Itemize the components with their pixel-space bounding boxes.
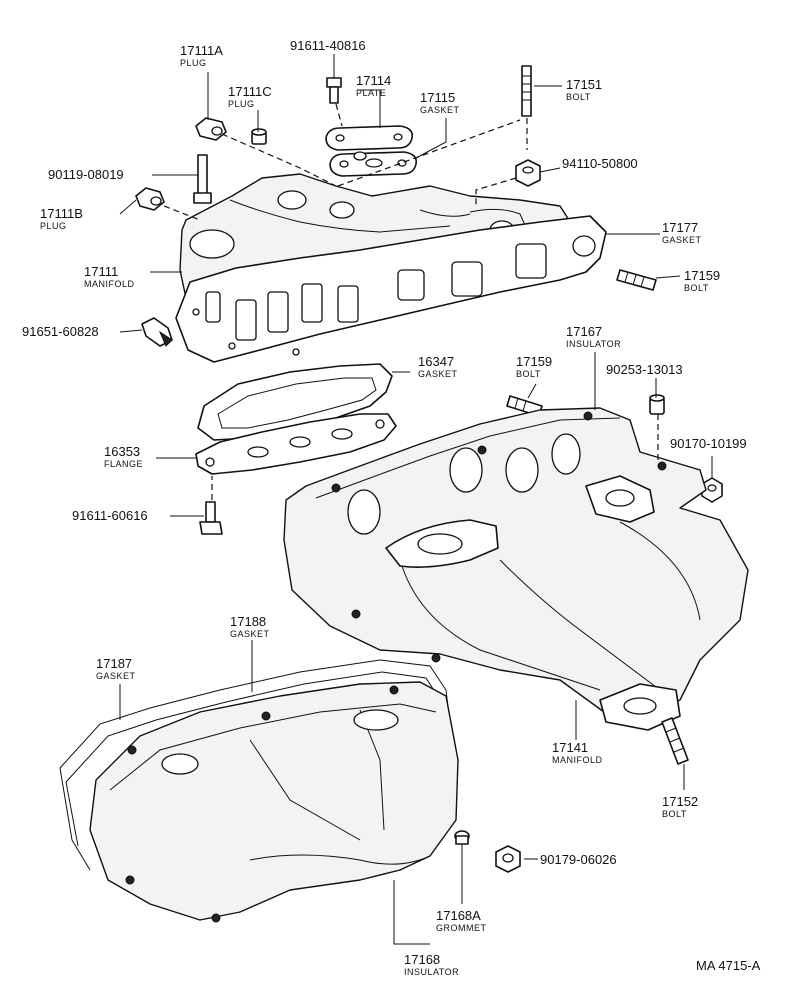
svg-text:17115: 17115 [420, 90, 455, 105]
callout-90119-08019: 90119-08019 [48, 167, 124, 182]
svg-text:17114: 17114 [356, 73, 391, 88]
plug-17111a-drawing [195, 117, 227, 141]
callout-91651-60828: 91651-60828 [22, 324, 99, 339]
svg-text:MANIFOLD: MANIFOLD [552, 755, 603, 765]
svg-text:BOLT: BOLT [516, 369, 541, 379]
gasket-17177-drawing [175, 215, 607, 363]
callout-17187: 17187 GASKET [96, 656, 136, 681]
callout-17168a: 17168A GROMMET [436, 908, 487, 933]
callout-17167: 17167 INSULATOR [566, 324, 621, 349]
callout-91611-60616: 91611-60616 [72, 508, 148, 523]
callout-17111c: 17111C PLUG [228, 84, 272, 109]
callout-17111a: 17111A PLUG [180, 43, 223, 68]
callout-17188: 17188 GASKET [230, 614, 270, 639]
callout-17152: 17152 BOLT [662, 794, 698, 819]
callout-17159-lower: 17159 BOLT [516, 354, 552, 379]
svg-text:90253-13013: 90253-13013 [606, 362, 683, 377]
bolt-90119-08019-drawing [193, 154, 212, 204]
leader-lines [119, 54, 713, 945]
callout-90179-06026: 90179-06026 [540, 852, 617, 867]
svg-text:17111: 17111 [84, 264, 118, 279]
callout-16353: 16353 FLANGE [104, 444, 143, 469]
svg-text:GASKET: GASKET [420, 105, 460, 115]
svg-text:17141: 17141 [552, 740, 588, 755]
flange-16353-drawing [195, 413, 397, 475]
svg-text:17159: 17159 [516, 354, 552, 369]
exhaust-manifold-17141-drawing [283, 407, 749, 731]
callout-17141: 17141 MANIFOLD [552, 740, 603, 765]
plug-17111b-drawing [135, 187, 165, 211]
gasket-16347-drawing [197, 363, 393, 441]
sensor-91651-60828-drawing [141, 317, 173, 347]
svg-text:17159: 17159 [684, 268, 720, 283]
callout-90253-13013: 90253-13013 [606, 362, 683, 377]
plug-17111c-drawing [251, 128, 267, 145]
svg-text:17168A: 17168A [436, 908, 481, 923]
svg-text:17151: 17151 [566, 77, 602, 92]
callout-17115: 17115 GASKET [420, 90, 460, 115]
svg-text:91611-40816: 91611-40816 [290, 38, 366, 53]
stud-17159-upper-drawing [616, 269, 657, 291]
stud-17152-drawing [661, 717, 689, 765]
nut-94110-50800-drawing [515, 159, 541, 187]
svg-text:PLUG: PLUG [228, 99, 255, 109]
svg-text:90170-10199: 90170-10199 [670, 436, 747, 451]
svg-text:16353: 16353 [104, 444, 140, 459]
svg-text:17187: 17187 [96, 656, 132, 671]
svg-text:PLUG: PLUG [40, 221, 67, 231]
svg-text:17167: 17167 [566, 324, 602, 339]
svg-text:PLUG: PLUG [180, 58, 207, 68]
svg-text:17168: 17168 [404, 952, 440, 967]
svg-text:GROMMET: GROMMET [436, 923, 487, 933]
svg-text:17177: 17177 [662, 220, 698, 235]
svg-text:17152: 17152 [662, 794, 698, 809]
svg-text:91651-60828: 91651-60828 [22, 324, 99, 339]
svg-text:16347: 16347 [418, 354, 454, 369]
svg-text:94110-50800: 94110-50800 [562, 156, 638, 171]
bolt-91611-60616-drawing [199, 501, 223, 535]
grommet-17168a-drawing [454, 830, 470, 845]
svg-text:FLANGE: FLANGE [104, 459, 143, 469]
callout-17111b: 17111B PLUG [40, 206, 83, 231]
svg-text:BOLT: BOLT [684, 283, 709, 293]
svg-text:17188: 17188 [230, 614, 266, 629]
svg-text:BOLT: BOLT [566, 92, 591, 102]
svg-text:GASKET: GASKET [96, 671, 136, 681]
gasket-17115-drawing [329, 151, 418, 177]
callout-17151: 17151 BOLT [566, 77, 602, 102]
svg-text:GASKET: GASKET [230, 629, 270, 639]
svg-text:90119-08019: 90119-08019 [48, 167, 124, 182]
callout-91611-40816: 91611-40816 [290, 38, 366, 53]
callout-90170-10199: 90170-10199 [670, 436, 747, 451]
callout-16347: 16347 GASKET [418, 354, 458, 379]
svg-text:91611-60616: 91611-60616 [72, 508, 148, 523]
callout-17159-upper: 17159 BOLT [684, 268, 720, 293]
plate-17114-drawing [325, 125, 414, 151]
callout-17177: 17177 GASKET [662, 220, 702, 245]
diagram-reference: MA 4715-A [696, 958, 761, 973]
callout-94110-50800: 94110-50800 [562, 156, 638, 171]
svg-text:INSULATOR: INSULATOR [404, 967, 459, 977]
heat-insulator-17168-drawing [89, 681, 459, 923]
svg-text:90179-06026: 90179-06026 [540, 852, 617, 867]
bolt-91611-40816-drawing [326, 77, 342, 104]
svg-text:GASKET: GASKET [418, 369, 458, 379]
stud-17151-drawing [521, 65, 532, 117]
svg-text:17111A: 17111A [180, 43, 223, 58]
callout-17168: 17168 INSULATOR [404, 952, 459, 977]
svg-text:GASKET: GASKET [662, 235, 702, 245]
nut-90179-06026-drawing [495, 845, 521, 873]
callout-17114: 17114 PLATE [356, 73, 391, 98]
svg-text:MANIFOLD: MANIFOLD [84, 279, 135, 289]
svg-text:17111B: 17111B [40, 206, 83, 221]
svg-text:BOLT: BOLT [662, 809, 687, 819]
svg-text:17111C: 17111C [228, 84, 272, 99]
callout-17111: 17111 MANIFOLD [84, 264, 135, 289]
svg-text:INSULATOR: INSULATOR [566, 339, 621, 349]
svg-text:PLATE: PLATE [356, 88, 386, 98]
collar-90253-13013-drawing [649, 394, 665, 415]
gasket-17187-17188-drawing [59, 659, 453, 871]
